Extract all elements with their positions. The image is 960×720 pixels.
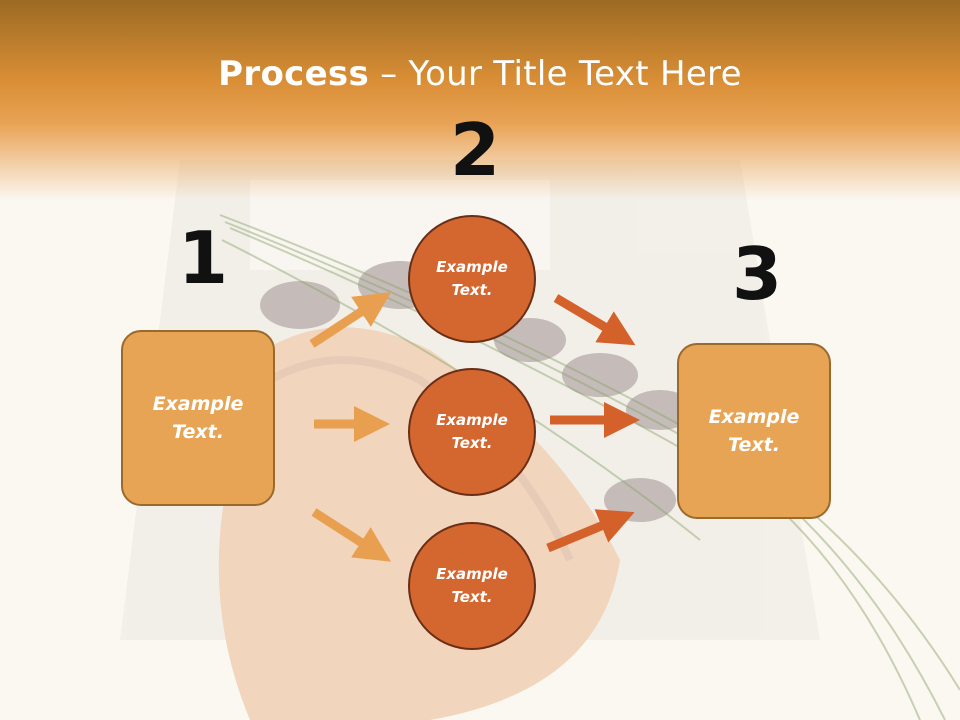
step-number-3: 3: [732, 232, 783, 316]
left-box[interactable]: Example Text.: [121, 330, 275, 506]
slide-title: Process – Your Title Text Here: [0, 54, 960, 94]
right-box[interactable]: Example Text.: [677, 343, 831, 519]
circle-top[interactable]: Example Text.: [408, 215, 536, 343]
right-box-text: Example Text.: [708, 405, 800, 457]
left-box-text: Example Text.: [152, 392, 244, 444]
circle-middle[interactable]: Example Text.: [408, 368, 536, 496]
step-number-2: 2: [450, 108, 501, 192]
circle-middle-text: Example Text.: [436, 410, 508, 452]
circle-top-text: Example Text.: [436, 257, 508, 299]
step-number-1: 1: [178, 216, 229, 300]
circle-bottom[interactable]: Example Text.: [408, 522, 536, 650]
title-strong: Process: [218, 54, 370, 94]
circle-bottom-text: Example Text.: [436, 564, 508, 606]
header-band: [0, 0, 960, 200]
title-rest: – Your Title Text Here: [369, 54, 742, 94]
